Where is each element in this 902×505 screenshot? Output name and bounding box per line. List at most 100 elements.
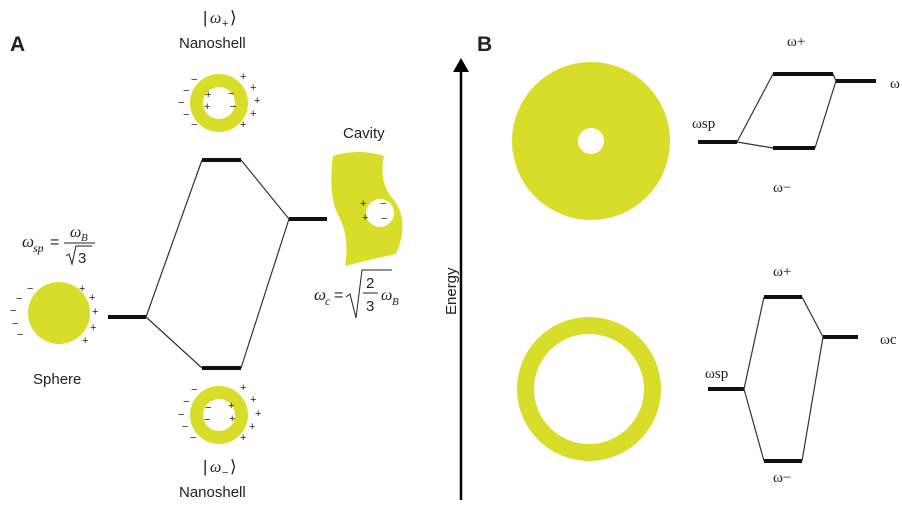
svg-text:−: − — [27, 283, 33, 295]
nanoshell-plus-ket: | ω + ⟩ — [203, 8, 237, 30]
bottom-omega-minus: ω− — [773, 470, 791, 486]
svg-text:−: − — [178, 409, 184, 421]
omega-sp-formula: ω sp = ω B 3 — [22, 224, 95, 267]
panel-b-bottom-levels — [708, 295, 858, 463]
svg-text:+: + — [240, 71, 246, 83]
svg-text:+: + — [92, 306, 98, 318]
svg-text:−: − — [230, 101, 236, 113]
bottom-omega-sp: ωsp — [705, 366, 728, 382]
svg-text:+: + — [360, 198, 366, 210]
svg-text:3: 3 — [366, 298, 374, 315]
nanoshell-plus-label: Nanoshell — [179, 35, 246, 52]
svg-text:+: + — [228, 400, 234, 412]
svg-text:+: + — [240, 432, 246, 444]
bottom-omega-c: ωc — [880, 332, 897, 348]
svg-text:−: − — [183, 396, 189, 408]
svg-text:−: − — [204, 414, 210, 426]
svg-text:+: + — [362, 212, 368, 224]
bottom-omega-plus: ω+ — [773, 264, 791, 280]
svg-text:−: − — [183, 85, 189, 97]
svg-text:+: + — [249, 421, 255, 433]
nanoshell-minus-core — [203, 399, 235, 431]
top-omega-plus: ω+ — [787, 34, 805, 50]
svg-text:−: − — [190, 432, 196, 444]
svg-text:c: c — [325, 294, 331, 308]
top-omega-minus: ω− — [773, 180, 791, 196]
svg-text:3: 3 — [78, 250, 86, 267]
svg-text:+: + — [240, 119, 246, 131]
panel-a-label: A — [10, 33, 25, 56]
energy-axis-label: Energy — [443, 267, 460, 315]
energy-axis: Energy — [443, 58, 469, 500]
svg-text:+: + — [204, 101, 210, 113]
panel-b-label: B — [477, 33, 492, 56]
svg-text:−: − — [10, 305, 16, 317]
svg-text:+: + — [250, 394, 256, 406]
nanoshell-minus-diagram: − − − − − + + + + + − − + + — [178, 382, 261, 444]
nanoshell-plus-diagram: − − − − − + + + + + + + − − — [178, 71, 260, 132]
svg-text:ω: ω — [210, 10, 221, 27]
nanoshell-minus-label: Nanoshell — [179, 484, 246, 501]
svg-text:+: + — [90, 322, 96, 334]
top-omega-c: ω — [890, 76, 900, 92]
svg-text:−: − — [191, 119, 197, 131]
svg-text:−: − — [381, 213, 387, 225]
svg-text:⟩: ⟩ — [230, 457, 237, 476]
svg-text:−: − — [205, 402, 211, 414]
svg-text:=: = — [50, 234, 59, 251]
omega-c-formula: ω c = 2 3 ω B — [314, 269, 399, 319]
nanoshell-minus-ket: | ω − ⟩ — [203, 457, 237, 479]
svg-text:=: = — [334, 287, 343, 304]
svg-text:−: − — [17, 329, 23, 341]
svg-text:ω: ω — [381, 287, 392, 304]
svg-text:+: + — [250, 108, 256, 120]
cavity-hole — [366, 199, 394, 227]
svg-text:−: − — [191, 74, 197, 86]
panel-b-top-disk — [512, 62, 670, 220]
svg-text:+: + — [240, 382, 246, 394]
svg-text:−: − — [16, 293, 22, 305]
svg-text:ω: ω — [70, 224, 81, 241]
panel-b-top-levels — [698, 72, 876, 150]
svg-text:B: B — [392, 296, 399, 308]
svg-text:+: + — [89, 292, 95, 304]
svg-text:ω: ω — [314, 285, 326, 304]
nanoshell-plus-core — [203, 87, 235, 119]
svg-text:+: + — [205, 89, 211, 101]
top-omega-sp: ωsp — [692, 116, 715, 132]
svg-text:+: + — [255, 408, 261, 420]
sphere-label: Sphere — [33, 371, 81, 388]
sphere-shape — [28, 282, 90, 344]
cavity-diagram: + + − − — [331, 152, 403, 266]
panel-b-bottom-ring — [517, 317, 661, 461]
svg-text:+: + — [82, 335, 88, 347]
svg-text:−: − — [380, 198, 386, 210]
svg-text:+: + — [79, 283, 85, 295]
sphere-charges: − − − − − + + + + + — [10, 283, 98, 347]
svg-text:−: − — [191, 384, 197, 396]
svg-text:−: − — [178, 97, 184, 109]
svg-text:2: 2 — [366, 275, 374, 292]
svg-text:|: | — [203, 8, 207, 27]
svg-text:|: | — [203, 457, 207, 476]
svg-text:+: + — [250, 82, 256, 94]
svg-text:ω: ω — [210, 459, 221, 476]
nanoshell-plus-charges: − − − − − + + + + + + + − − — [178, 71, 260, 131]
svg-text:+: + — [254, 95, 260, 107]
svg-text:−: − — [222, 467, 228, 479]
sphere-diagram: − − − − − + + + + + — [10, 282, 98, 347]
svg-text:−: − — [12, 318, 18, 330]
svg-text:+: + — [222, 18, 228, 30]
svg-text:−: − — [228, 88, 234, 100]
svg-text:−: − — [182, 421, 188, 433]
svg-text:ω: ω — [22, 232, 34, 251]
svg-text:B: B — [81, 232, 88, 244]
svg-text:−: − — [183, 109, 189, 121]
svg-text:⟩: ⟩ — [230, 8, 237, 27]
svg-text:+: + — [229, 413, 235, 425]
nanoshell-minus-charges: − − − − − + + + + + − − + + — [178, 382, 261, 444]
svg-text:sp: sp — [33, 241, 44, 255]
cavity-label: Cavity — [343, 125, 385, 142]
panel-a-energy-levels — [108, 158, 327, 370]
